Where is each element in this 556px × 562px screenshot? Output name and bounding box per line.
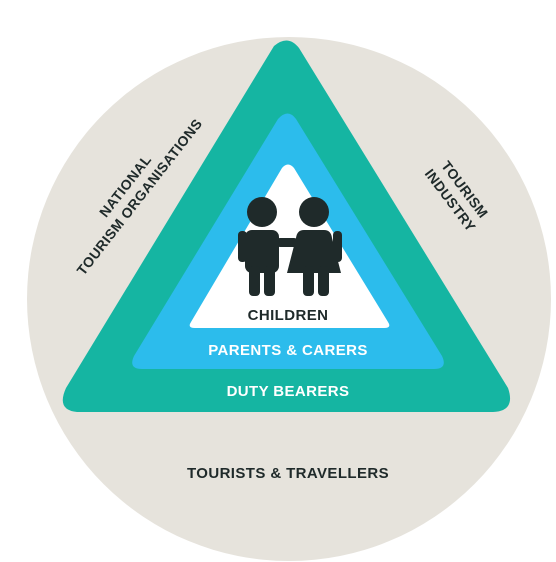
parents-carers-label: PARENTS & CARERS — [208, 342, 367, 359]
duty-bearers-label: DUTY BEARERS — [227, 383, 350, 400]
two-children-icon — [238, 197, 342, 296]
children-label: CHILDREN — [248, 307, 329, 324]
tourists-travellers-label: TOURISTS & TRAVELLERS — [187, 465, 389, 482]
